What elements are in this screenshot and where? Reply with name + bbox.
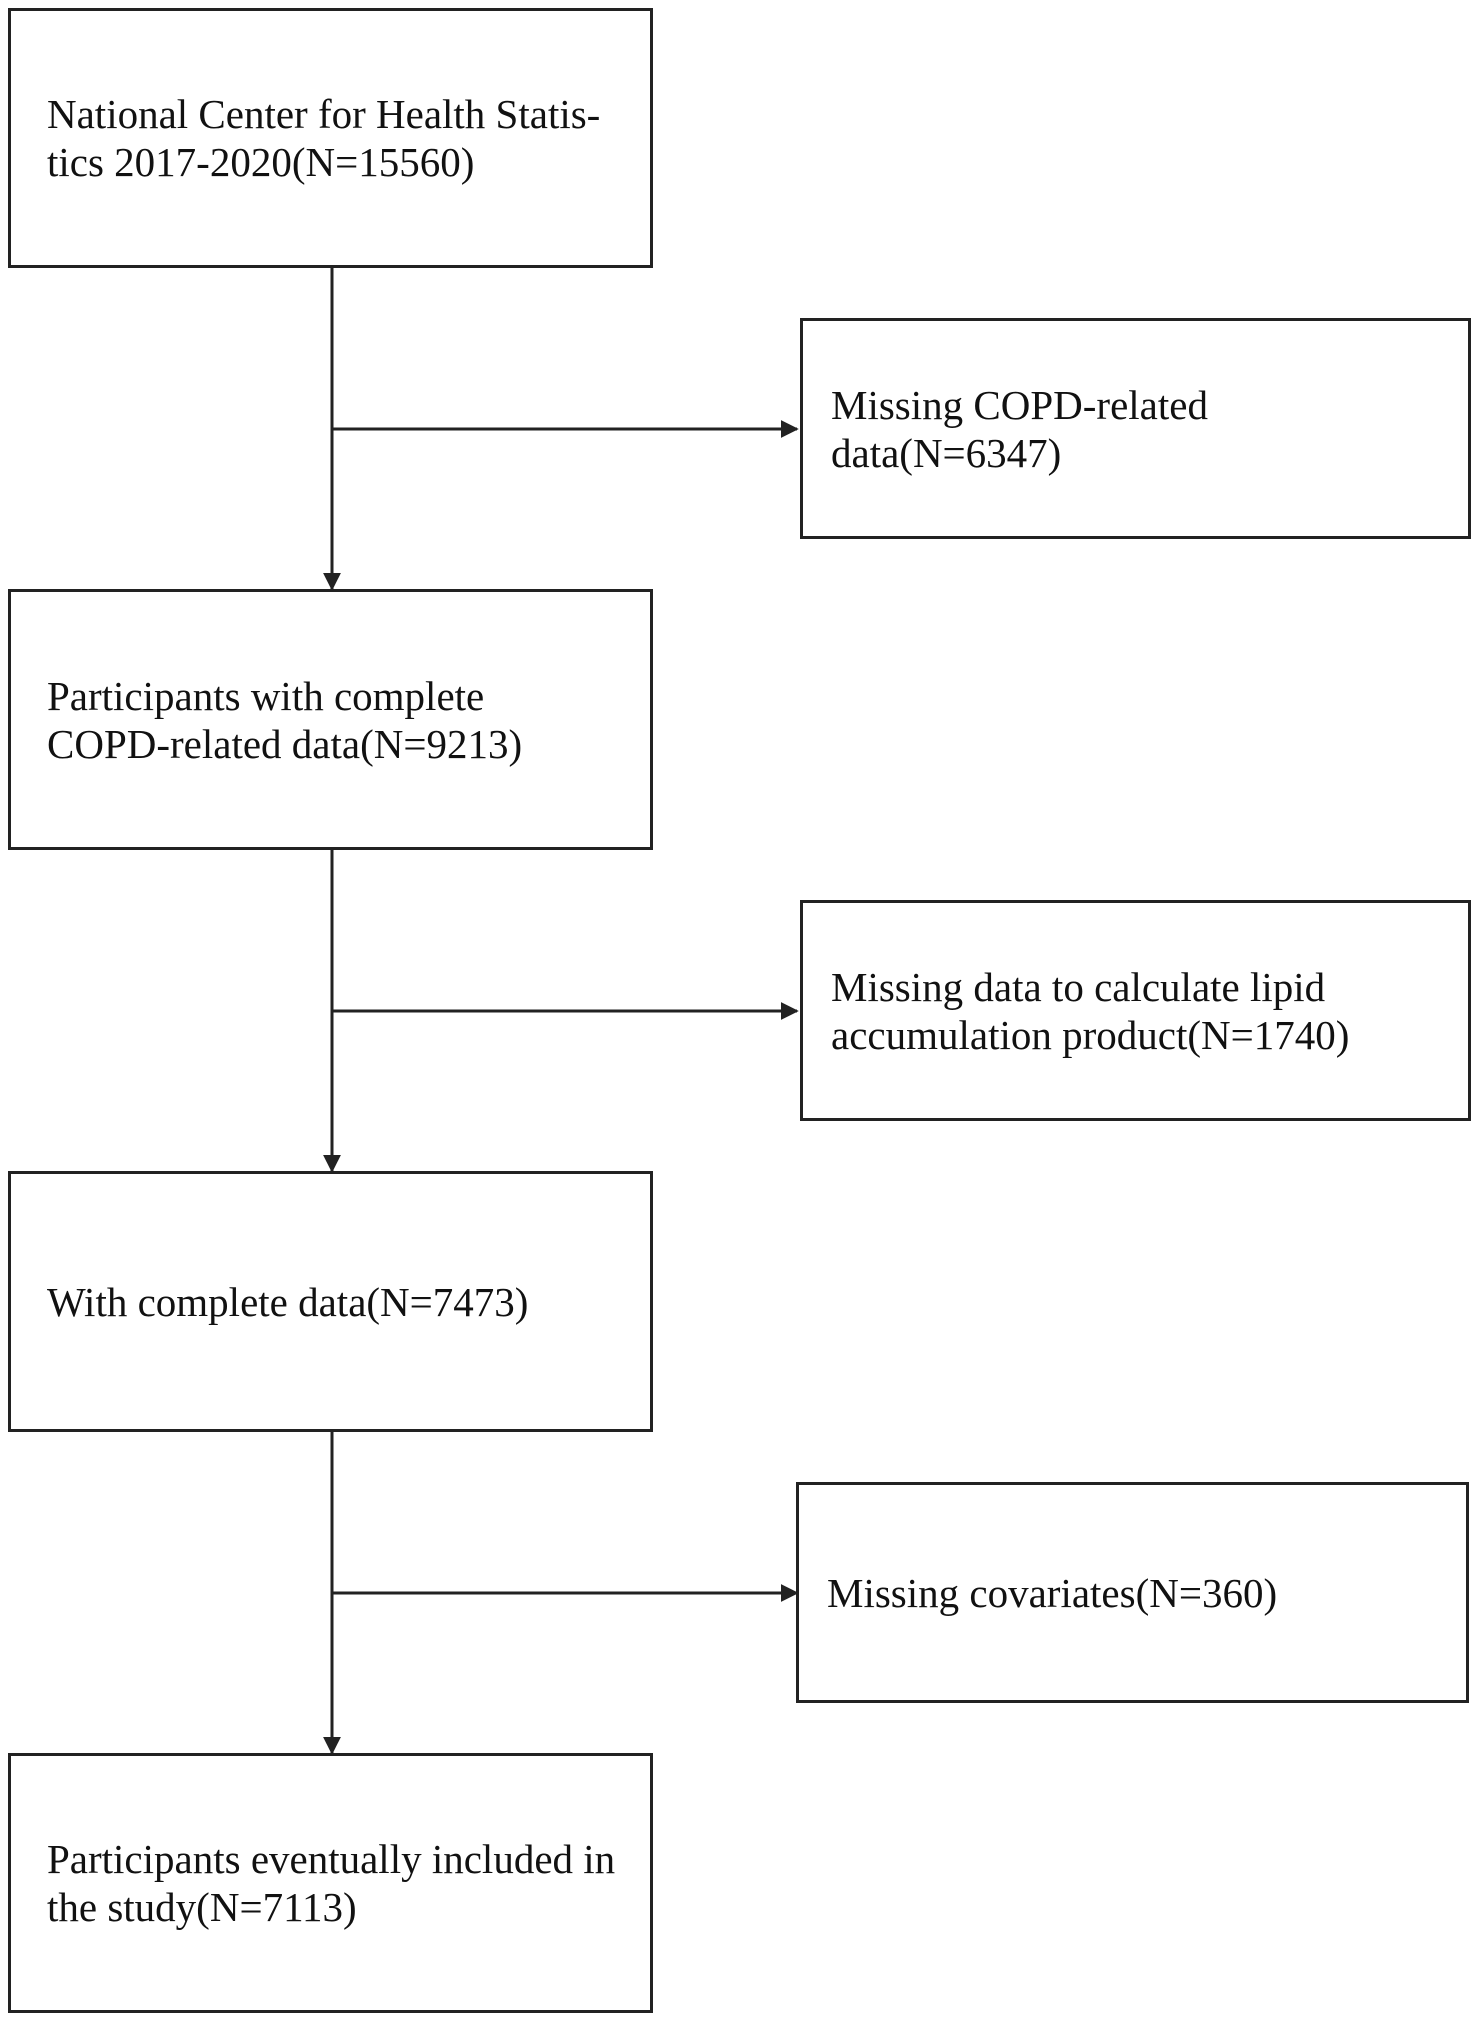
main-box-1: National Center for Health Statis- tics … (8, 8, 653, 268)
exclusion-box-1-text: Missing COPD-related data(N=6347) (831, 381, 1208, 476)
main-box-2: Participants with complete COPD-related … (8, 589, 653, 850)
exclusion-box-1: Missing COPD-related data(N=6347) (800, 318, 1471, 539)
main-box-2-text: Participants with complete COPD-related … (47, 672, 523, 767)
main-box-4-text: Participants eventually included in the … (47, 1836, 616, 1930)
exclusion-box-2: Missing data to calculate lipid accumula… (800, 900, 1471, 1121)
main-box-3-text: With complete data(N=7473) (47, 1278, 529, 1325)
main-box-3: With complete data(N=7473) (8, 1171, 653, 1432)
exclusion-box-3: Missing covariates(N=360) (796, 1482, 1469, 1703)
main-box-1-text: National Center for Health Statis- tics … (47, 91, 601, 185)
exclusion-box-2-text: Missing data to calculate lipid accumula… (831, 963, 1350, 1058)
main-box-4: Participants eventually included in the … (8, 1753, 653, 2013)
exclusion-box-3-text: Missing covariates(N=360) (827, 1569, 1278, 1616)
